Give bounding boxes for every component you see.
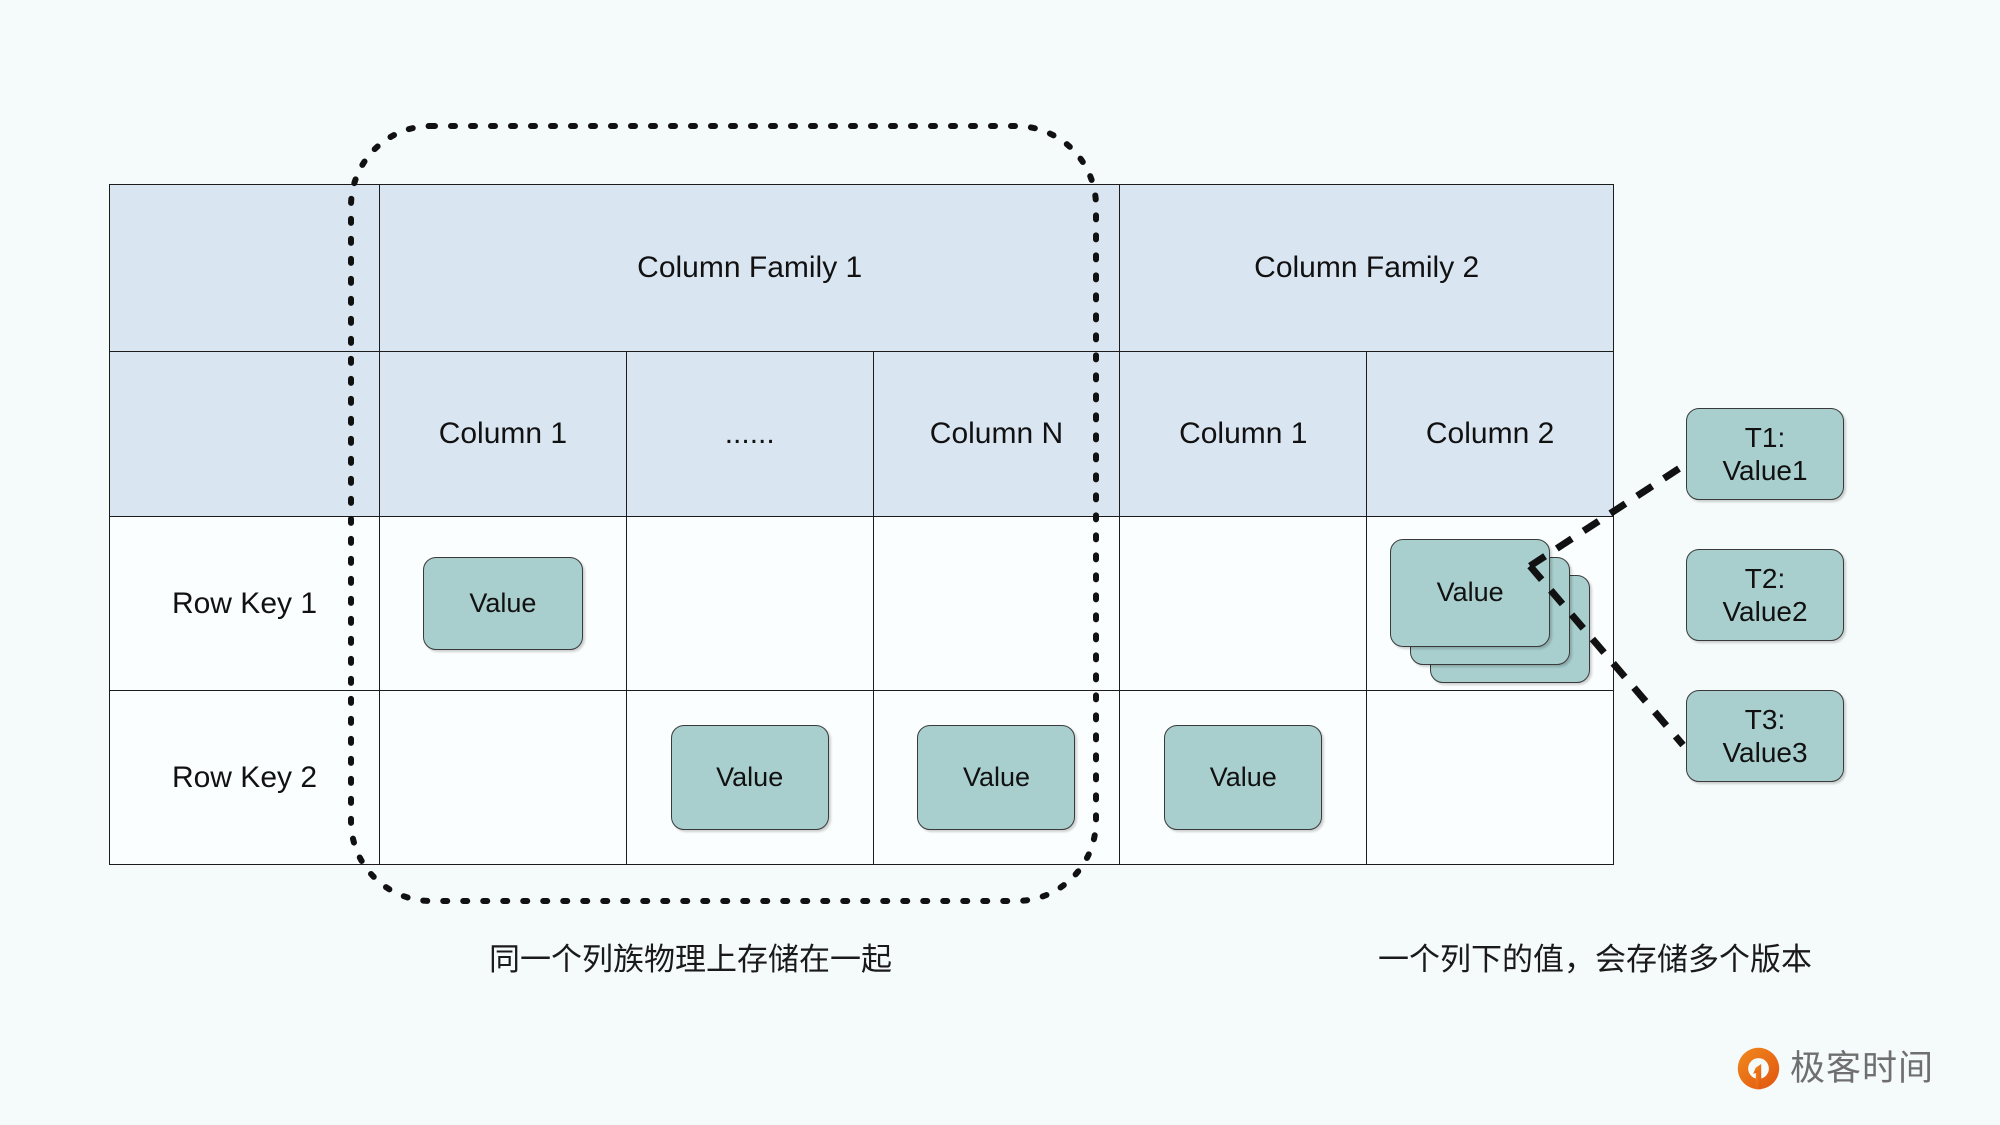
version-value-label: Value3 [1722,737,1808,768]
cell-row1-cf2-col1 [1119,516,1368,691]
value-chip: Value [1164,725,1323,830]
value-chip: Value [917,725,1076,830]
column-header-cf1-coln: Column N [872,351,1121,517]
version-box-t2: T2: Value2 [1686,549,1844,641]
column-header-cf2-col2: Column 2 [1366,351,1614,517]
version-time-label: T3: [1744,703,1786,735]
logo-wordmark: 极客时间 [1790,1049,1935,1088]
cell-row2-cf1-col1 [379,690,627,865]
version-value-label: Value2 [1722,596,1808,627]
cell-row2-cf1-coln: Value [872,690,1121,865]
hbase-schema-table: Column Family 1 Column Family 2 Column 1… [109,184,1614,865]
table-row: Row Key 1 Value Value [109,516,1614,691]
column-header-row: Column 1 ...... Column N Column 1 Column… [109,351,1614,517]
column-family-header-row: Column Family 1 Column Family 2 [109,184,1614,352]
column-header-cf1-col1: Column 1 [379,351,627,517]
table-row: Row Key 2 Value Value Value [109,690,1614,865]
column-header-cf1-ellipsis: ...... [625,351,874,517]
row-key-cell: Row Key 1 [109,516,380,691]
version-box-t3: T3: Value3 [1686,690,1844,782]
geekbang-logo: 极客时间 [1736,1046,1934,1091]
corner-cell-column [109,351,380,517]
caption-column-family: 同一个列族物理上存储在一起 [489,942,892,977]
column-family-1-header: Column Family 1 [378,184,1121,352]
version-value-label: Value1 [1722,455,1808,486]
cell-row1-cf1-coln [872,516,1121,691]
cell-row2-cf1-ellipsis: Value [625,690,874,865]
cell-row2-cf2-col1: Value [1119,690,1368,865]
cell-row1-cf1-ellipsis [625,516,874,691]
caption-versions: 一个列下的值，会存储多个版本 [1378,942,1812,977]
version-time-label: T2: [1744,562,1786,594]
value-chip-stack: Value [1390,538,1591,683]
cell-row2-cf2-col2 [1366,690,1614,865]
version-time-label: T1: [1744,421,1786,453]
corner-cell-family [109,184,380,352]
column-family-2-header: Column Family 2 [1119,184,1614,352]
value-chip: Value [670,725,829,830]
value-chip-layer-1: Value [1390,538,1551,647]
version-box-t1: T1: Value1 [1686,408,1844,500]
cell-row1-cf2-col2: Value [1366,516,1614,691]
column-header-cf2-col1: Column 1 [1119,351,1368,517]
cell-row1-cf1-col1: Value [379,516,627,691]
value-chip: Value [422,557,583,650]
geekbang-circle-icon [1737,1047,1780,1090]
row-key-cell: Row Key 2 [109,690,380,865]
